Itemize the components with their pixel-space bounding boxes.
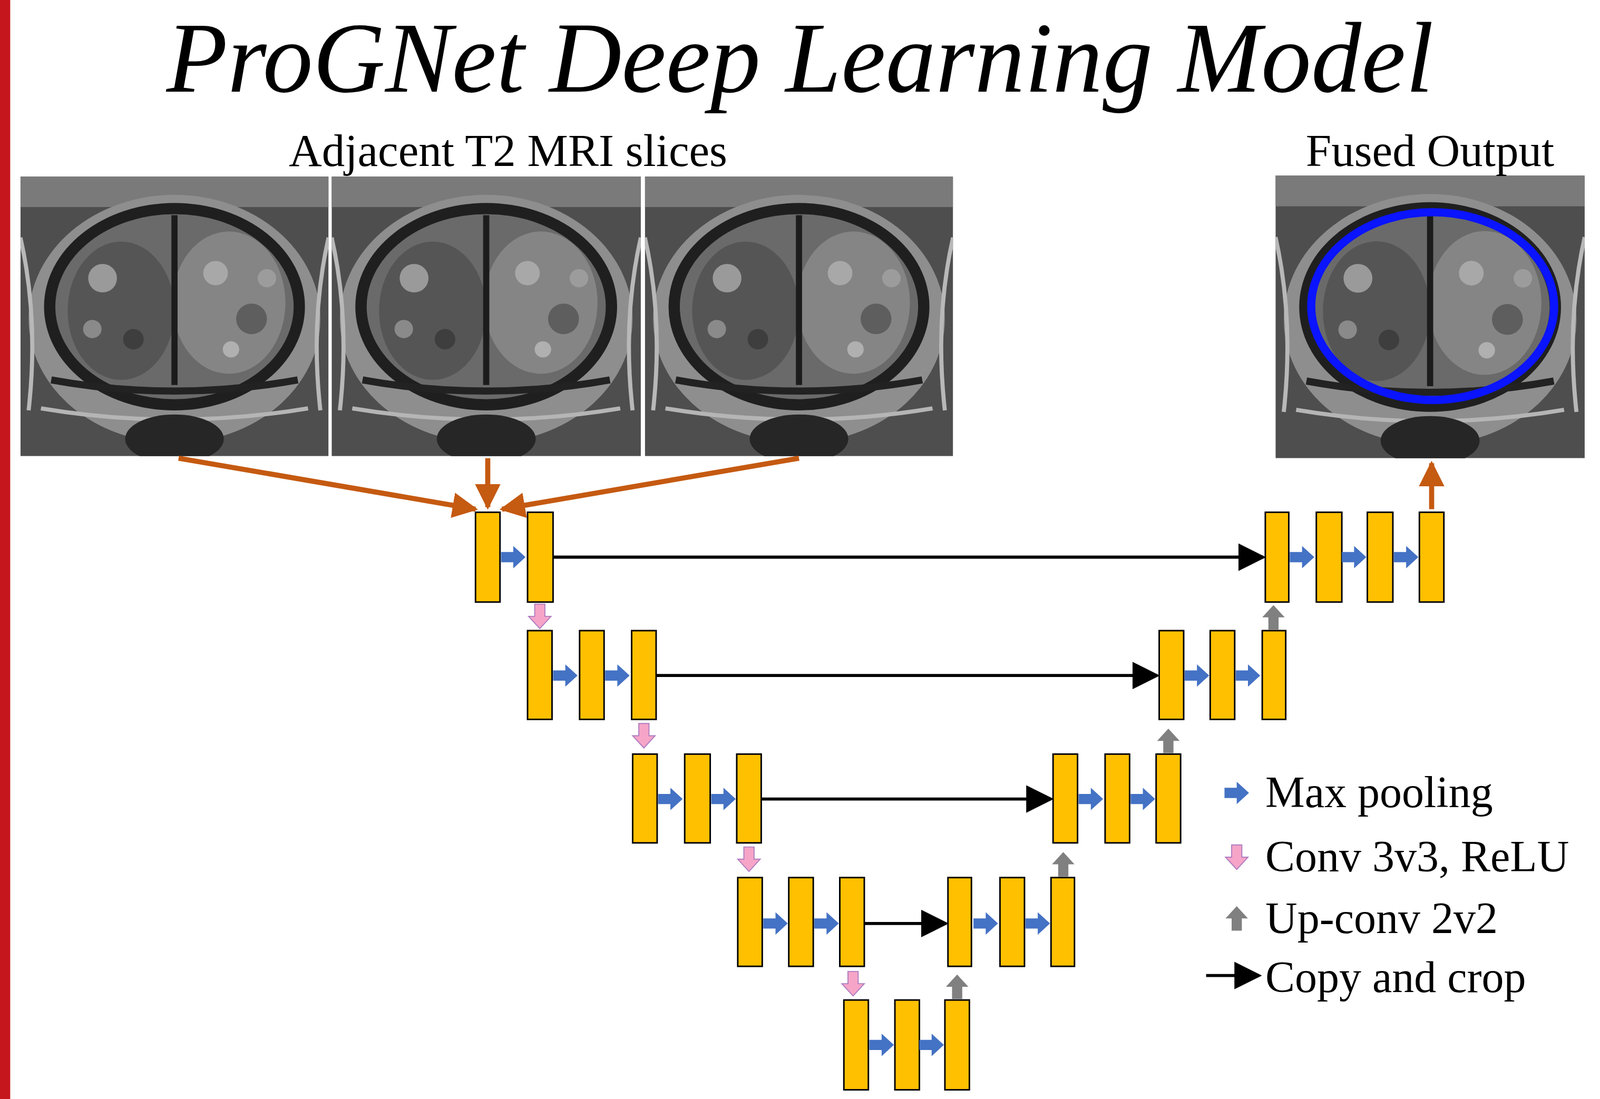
feature-map (1052, 754, 1078, 844)
pool-arrow (1289, 545, 1314, 569)
pool-arrow (658, 787, 683, 811)
legend-pool-sample (1224, 782, 1249, 805)
legend-item: Conv 3v3, ReLU (1265, 834, 1569, 880)
input-arrow (485, 458, 491, 508)
upconv-arrow (1262, 605, 1285, 630)
input-arrow (502, 458, 799, 510)
pool-arrow (605, 664, 630, 688)
side-bar (0, 0, 11, 1099)
pool-arrow (763, 912, 788, 936)
pool-arrow (869, 1033, 894, 1057)
legend-item: Max pooling (1265, 770, 1494, 815)
conv-arrows (528, 604, 865, 997)
feature-map (1210, 630, 1235, 720)
skip-arrow (761, 797, 1051, 802)
upconv-arrow (1157, 728, 1180, 754)
legend-conv-sample (1225, 845, 1248, 870)
skip-arrow (656, 674, 1158, 678)
feature-map (894, 1000, 920, 1090)
conv-arrow (737, 847, 761, 872)
image-panel: Adjacent T2 MRI slices (86, 124, 930, 457)
feature-map (843, 1000, 868, 1090)
mri-slice (331, 176, 641, 464)
mri-slice (645, 176, 954, 464)
feature-map (1419, 512, 1444, 602)
pool-arrow (1184, 664, 1209, 688)
upconv-arrow (945, 974, 969, 1000)
input-arrows (178, 458, 1432, 510)
upconv-arrows (945, 605, 1285, 1000)
feature-map (527, 512, 553, 602)
skip-arrow (864, 922, 946, 926)
skip-arrow (552, 555, 1264, 560)
feature-map (737, 877, 763, 968)
diagram-title: ProGNet Deep Learning Model (0, 7, 1600, 109)
feature-map (475, 512, 500, 602)
feature-map (579, 630, 604, 720)
feature-map (1050, 877, 1075, 968)
feature-map (632, 754, 657, 844)
legend-item: Copy and crop (1265, 955, 1527, 1000)
feature-map (788, 877, 814, 968)
output-panel: Fused Output (1275, 124, 1585, 458)
panel-heading: Adjacent T2 MRI slices (86, 124, 930, 174)
legend-item: Up-conv 2v2 (1265, 896, 1498, 941)
pool-arrow (919, 1033, 944, 1057)
panel-heading: Fused Output (1275, 124, 1585, 174)
conv-arrow (632, 723, 656, 748)
feature-map (1367, 512, 1393, 602)
pool-arrow (1130, 787, 1155, 811)
copy-crop-arrows (552, 557, 1264, 924)
feature-map (1156, 754, 1181, 844)
conv-arrow (528, 604, 552, 629)
feature-map (1000, 877, 1025, 968)
mri-slice (20, 176, 329, 464)
legend-samples (1206, 782, 1260, 977)
pool-arrow (973, 912, 998, 936)
output-arrow (1429, 463, 1435, 510)
feature-map (1159, 630, 1184, 720)
mri-output (1275, 175, 1585, 466)
conv-arrow (841, 971, 865, 997)
pool-arrow (501, 545, 526, 569)
feature-map (1105, 754, 1130, 844)
legend-label: Up-conv 2v2 (1265, 896, 1498, 941)
feature-map (1262, 630, 1286, 720)
feature-map (1316, 512, 1342, 602)
feature-map (736, 754, 762, 844)
feature-map (684, 754, 710, 844)
feature-map (1265, 512, 1290, 602)
legend-upconv-sample (1225, 906, 1248, 931)
feature-map (840, 877, 865, 968)
segmentation-contour (1311, 212, 1555, 400)
feature-map (631, 630, 657, 720)
legend-copy-sample (1206, 974, 1260, 978)
legend-label: Copy and crop (1265, 955, 1527, 1000)
pool-arrow (1393, 545, 1419, 569)
feature-map (944, 1000, 970, 1090)
pool-arrow (1341, 545, 1367, 569)
pool-arrow (1025, 912, 1050, 936)
pool-arrow (1235, 664, 1261, 688)
pool-arrow (1078, 787, 1104, 811)
pool-arrow (552, 664, 578, 688)
pool-arrow (814, 912, 839, 936)
pool-arrow (711, 787, 736, 811)
feature-map (948, 877, 972, 968)
input-arrow (178, 458, 476, 510)
legend-label: Max pooling (1265, 770, 1494, 815)
legend-label: Conv 3v3, ReLU (1265, 834, 1569, 880)
upconv-arrow (1051, 852, 1075, 877)
feature-map (527, 630, 552, 720)
